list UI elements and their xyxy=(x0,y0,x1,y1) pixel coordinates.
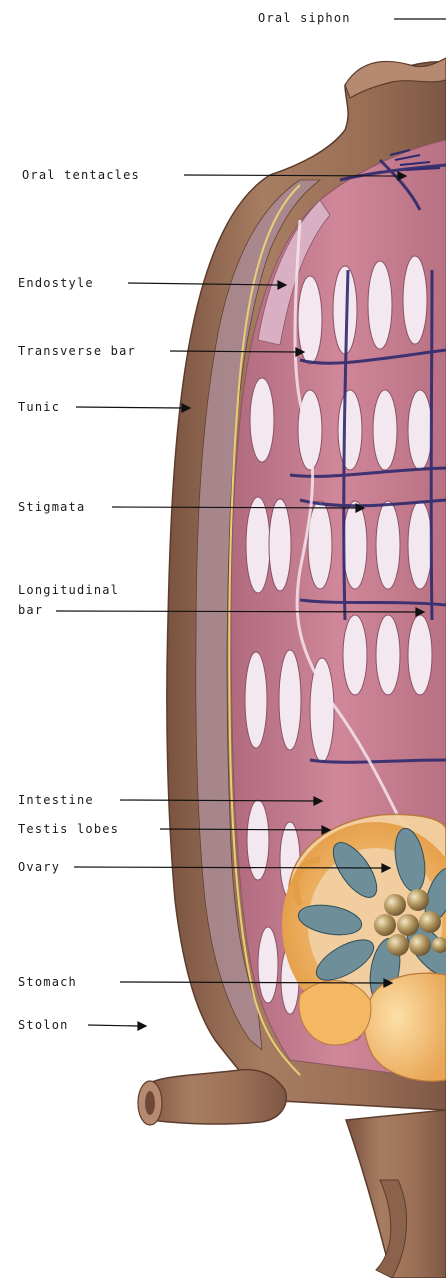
label-oral-tentacles: Oral tentacles xyxy=(22,168,140,182)
label-tunic: Tunic xyxy=(18,400,60,414)
label-oral-siphon: Oral siphon xyxy=(258,11,351,25)
label-intestine: Intestine xyxy=(18,793,94,807)
label-longitudinal-bar-line1: Longitudinal xyxy=(18,583,119,597)
label-transverse-bar: Transverse bar xyxy=(18,344,136,358)
label-endostyle: Endostyle xyxy=(18,276,94,290)
label-stomach: Stomach xyxy=(18,975,77,989)
label-stolon: Stolon xyxy=(18,1018,69,1032)
label-testis-lobes: Testis lobes xyxy=(18,822,119,836)
label-ovary: Ovary xyxy=(18,860,60,874)
label-longitudinal-bar-line2: bar xyxy=(18,603,43,617)
label-stigmata: Stigmata xyxy=(18,500,85,514)
